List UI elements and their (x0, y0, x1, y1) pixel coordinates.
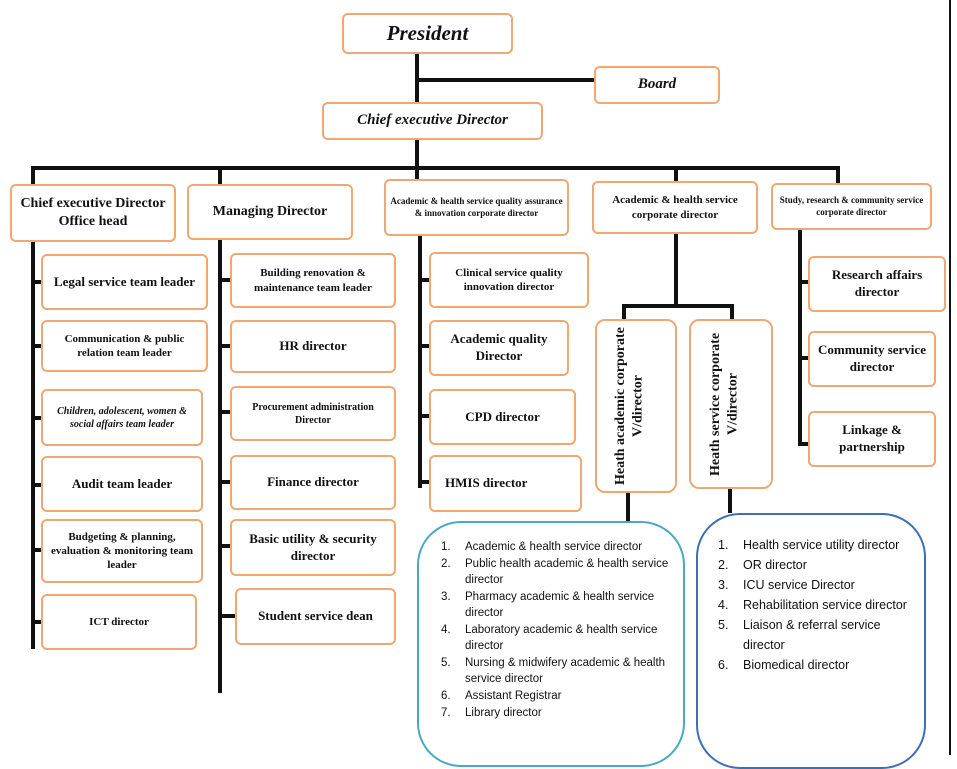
list-item-number: 5. (718, 618, 729, 632)
list-item-number: 4. (718, 598, 729, 612)
procurement-box: Procurement administration Director (230, 386, 396, 441)
service-director-list: 1. Health service utility director 2. OR di… (696, 513, 926, 769)
list-item-number: 1. (718, 538, 729, 552)
service-director-items: 1. Health service utility director 2. OR di… (718, 535, 914, 675)
list-item: 6. Biomedical director (718, 655, 914, 675)
children-affairs-box: Children, adolescent, women & social aff… (41, 389, 203, 446)
student-service-dean-box: Student service dean (235, 588, 396, 645)
list-item-number: 3. (718, 578, 729, 592)
list-item: 2. OR director (718, 555, 914, 575)
list-item: 4. Laboratory academic & health service d… (441, 622, 673, 654)
list-item-number: 4. (441, 624, 451, 636)
academic-quality-corporate-box: Academic & health service quality assura… (384, 179, 569, 236)
list-item-number: 2. (441, 558, 451, 570)
study-research-corporate-box: Study, research & community service corp… (771, 183, 932, 230)
list-item-text: Library director (465, 707, 542, 719)
clinical-quality-box: Clinical service quality innovation dire… (429, 252, 589, 308)
managing-director-box: Managing Director (187, 184, 353, 240)
legal-service-box: Legal service team leader (41, 254, 208, 310)
linkage-partnership-box: Linkage & partnership (808, 411, 936, 467)
cpd-director-box: CPD director (429, 389, 576, 445)
list-item-text: Health service utility director (743, 538, 900, 552)
list-item: 5. Nursing & midwifery academic & health … (441, 655, 673, 687)
academic-health-corporate-box: Academic & health service corporate dire… (592, 181, 758, 234)
communication-box: Communication & public relation team lea… (41, 320, 208, 372)
list-item-number: 6. (718, 658, 729, 672)
list-item-text: Laboratory academic & health service dir… (465, 624, 658, 652)
hr-director-box: HR director (230, 320, 396, 373)
community-service-box: Community service director (808, 331, 936, 387)
heath-service-vdirector-box: Heath service corporate V/director (689, 319, 773, 489)
list-item-text: Pharmacy academic & health service direc… (465, 591, 655, 619)
list-item: 2. Public health academic & health servic… (441, 556, 673, 588)
list-item: 6. Assistant Registrar (441, 688, 673, 704)
list-item-text: Liaison & referral service director (743, 618, 881, 652)
audit-box: Audit team leader (41, 456, 203, 512)
list-item-number: 5. (441, 657, 451, 669)
list-item-number: 2. (718, 558, 729, 572)
list-item: 3. Pharmacy academic & health service dir… (441, 589, 673, 621)
chief-executive-director-box: Chief executive Director (322, 102, 543, 140)
list-item-number: 6. (441, 690, 451, 702)
list-item: 1. Academic & health service director (441, 539, 673, 555)
list-item: 1. Health service utility director (718, 535, 914, 555)
academic-quality-box: Academic quality Director (429, 320, 569, 376)
academic-director-list: 1. Academic & health service director 2. Pu… (417, 521, 685, 767)
academic-director-items: 1. Academic & health service director 2. Pu… (441, 539, 673, 721)
list-item-text: Academic & health service director (465, 541, 643, 553)
list-item-text: Biomedical director (743, 658, 850, 672)
ict-director-box: ICT director (41, 594, 197, 650)
president-box: President (342, 13, 513, 54)
hmis-director-box: HMIS director (429, 455, 582, 512)
ced-office-head-box: Chief executive Director Office head (10, 184, 176, 242)
list-item-number: 1. (441, 541, 451, 553)
budgeting-box: Budgeting & planning, evaluation & monit… (41, 519, 203, 583)
heath-academic-vdirector-label: Heath academic corporate V/director (613, 327, 646, 485)
list-item-text: OR director (743, 558, 807, 572)
list-item-text: Nursing & midwifery academic & health se… (465, 657, 666, 685)
list-item: 3. ICU service Director (718, 575, 914, 595)
list-item: 4. Rehabilitation service director (718, 595, 914, 615)
research-affairs-box: Research affairs director (808, 256, 946, 312)
list-item-text: Assistant Registrar (465, 690, 562, 702)
building-renovation-box: Building renovation & maintenance team l… (230, 253, 396, 308)
list-item-text: Public health academic & health service … (465, 558, 669, 586)
finance-director-box: Finance director (230, 455, 396, 510)
heath-service-vdirector-label: Heath service corporate V/director (708, 332, 741, 476)
list-item: 7. Library director (441, 705, 673, 721)
list-item-text: ICU service Director (743, 578, 855, 592)
list-item-number: 3. (441, 591, 451, 603)
heath-academic-vdirector-box: Heath academic corporate V/director (595, 319, 677, 493)
board-box: Board (594, 66, 720, 104)
list-item-number: 7. (441, 707, 451, 719)
list-item: 5. Liaison & referral service director (718, 615, 914, 655)
right-frame-line (949, 0, 951, 755)
list-item-text: Rehabilitation service director (743, 598, 907, 612)
basic-utility-box: Basic utility & security director (230, 519, 396, 576)
